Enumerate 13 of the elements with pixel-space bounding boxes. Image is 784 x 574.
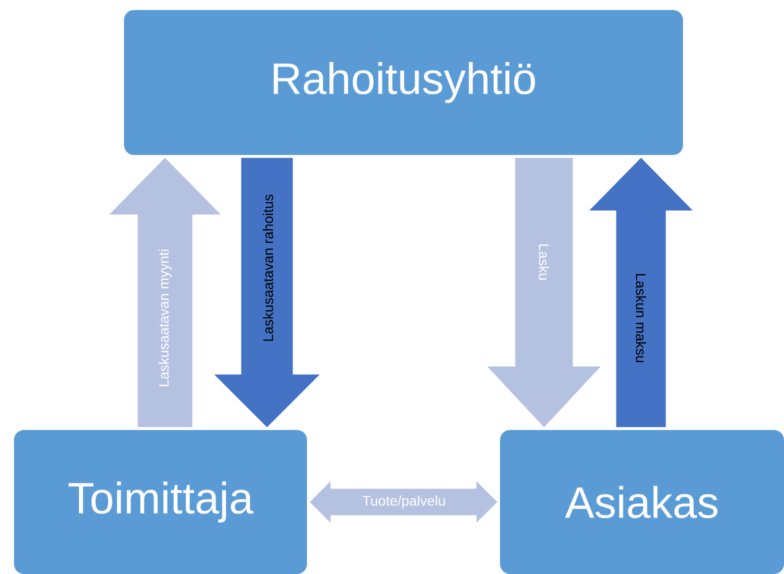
block-arrow [214,158,320,428]
edge-label: Tuote/palvelu [362,495,445,509]
block-arrow [310,481,498,523]
block-arrow [487,158,601,428]
edge-label: Laskun maksu [636,274,646,362]
edge-label: Laskusaatavan myynti [158,250,172,386]
process-box: Rahoitusyhtiö [124,10,683,155]
block-arrow [589,158,693,428]
edge-label: Lasku [538,244,550,280]
edge-label: Laskusaatavan rahoitus [262,194,274,341]
process-box: Asiakas [500,430,784,574]
block-arrow [109,158,221,428]
process-box: Toimittaja [14,430,307,574]
